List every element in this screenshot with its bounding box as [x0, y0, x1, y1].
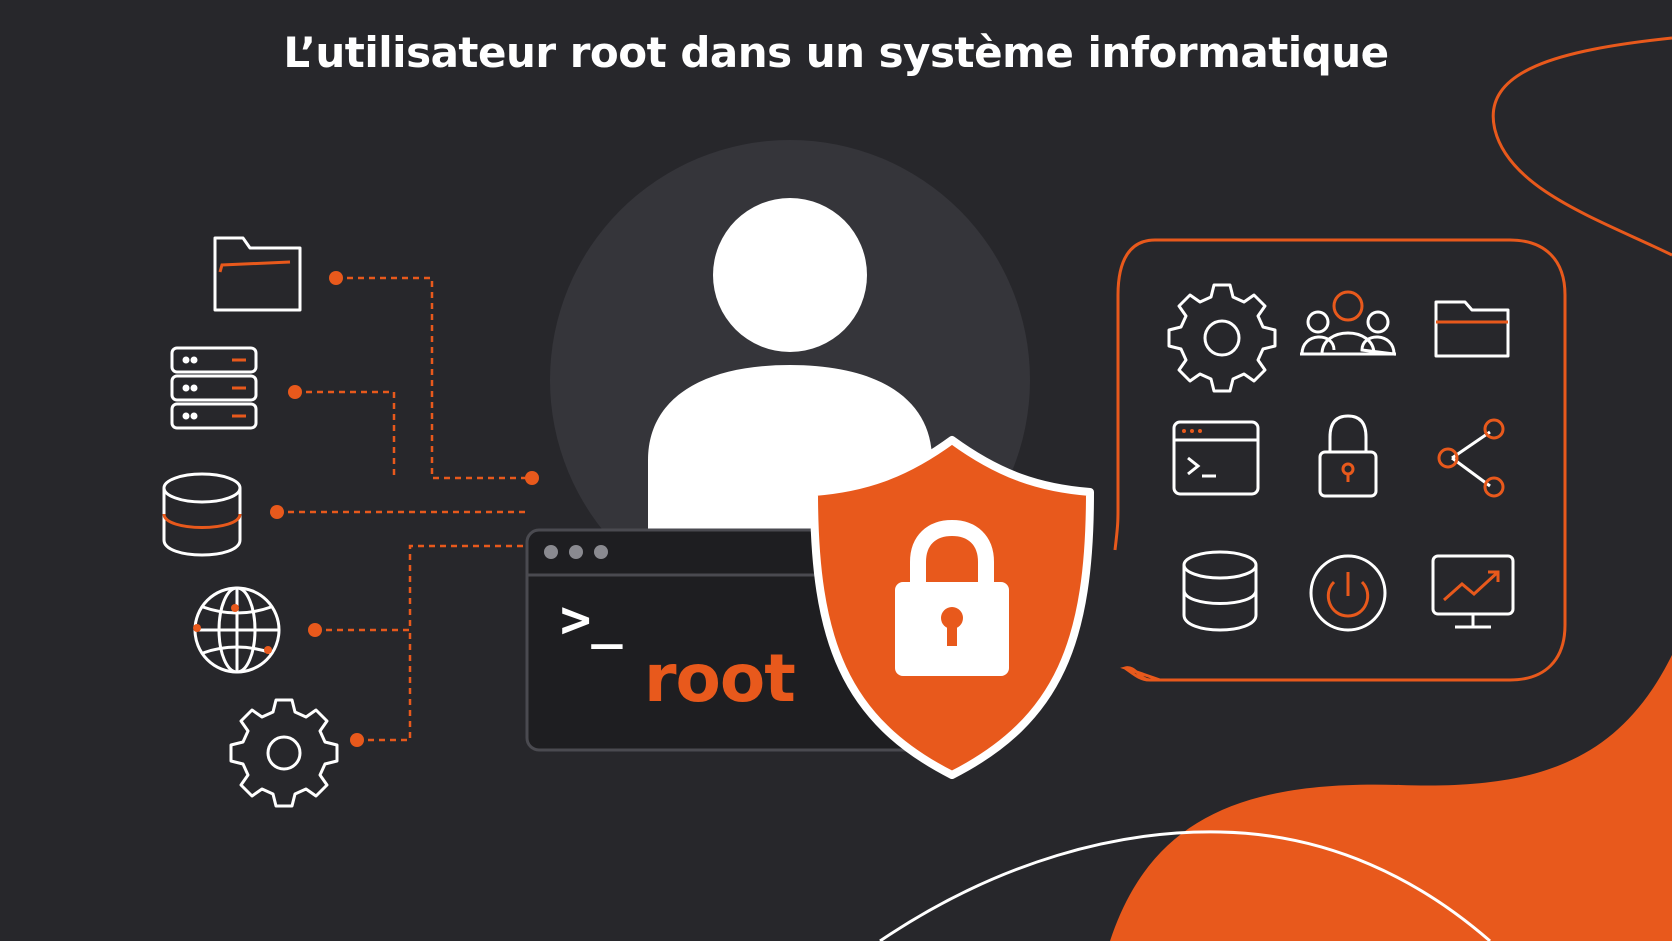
page-title: L’utilisateur root dans un système infor… [283, 28, 1389, 77]
globe-icon [193, 586, 281, 674]
shield-lock-icon [810, 436, 1094, 779]
decorative-white-arc [879, 830, 1491, 941]
folder-icon [1434, 300, 1510, 358]
connector-lines [277, 276, 532, 742]
folder-icon [213, 236, 302, 312]
gear-icon [1167, 283, 1277, 393]
terminal-prompt: >_ [560, 590, 623, 650]
monitor-chart-icon [1431, 554, 1515, 629]
power-icon [1309, 554, 1387, 632]
share-icon [1437, 418, 1505, 498]
decorative-orange-blob [1110, 655, 1672, 941]
decorative-curve-top-right [1491, 36, 1672, 257]
users-icon [1300, 290, 1396, 356]
connector-dots [270, 271, 539, 747]
terminal-icon [1172, 420, 1260, 496]
database-icon [1182, 550, 1258, 632]
permissions-panel [1113, 238, 1567, 682]
lock-icon [1318, 414, 1378, 498]
server-icon [170, 346, 258, 430]
gear-icon [229, 698, 339, 808]
database-icon [162, 472, 242, 557]
root-label: root [644, 640, 796, 717]
